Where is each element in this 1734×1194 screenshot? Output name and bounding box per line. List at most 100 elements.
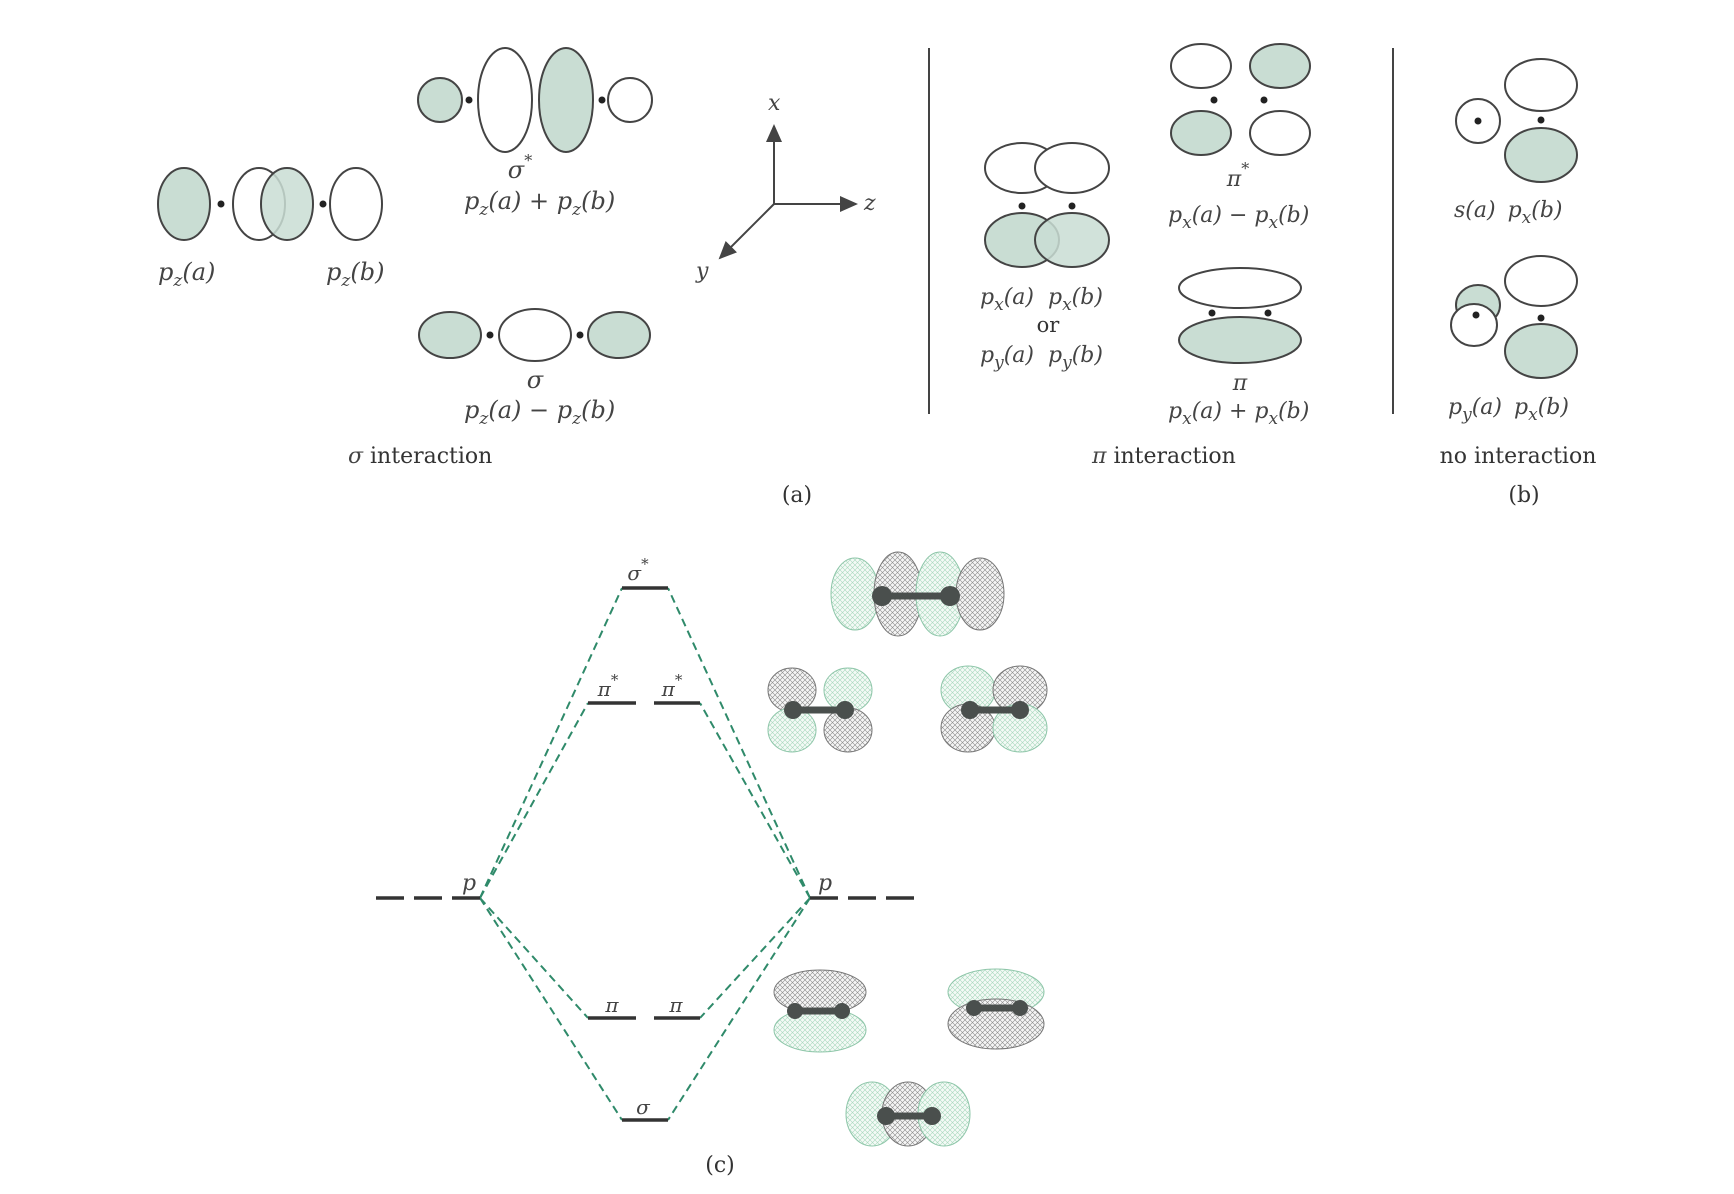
orbital-surface-renderings xyxy=(767,551,1048,1147)
atom-b xyxy=(923,1107,941,1125)
nucleus-b xyxy=(576,331,584,339)
nucleus-a xyxy=(465,96,473,104)
px-b-upper-lobe xyxy=(1504,58,1578,112)
s-px-label: s(a)px(b) xyxy=(1454,198,1563,228)
z-axis-label: z xyxy=(863,191,876,216)
pi-lobe-upper xyxy=(773,969,867,1015)
sigma-star-level-label: σ* xyxy=(627,555,649,585)
nucleus-a xyxy=(1018,202,1026,210)
pi-star-level-2-label: π* xyxy=(661,671,683,701)
nucleus-b xyxy=(1260,96,1268,104)
p-right-label: p xyxy=(818,871,832,896)
pi-symbol: π xyxy=(1232,371,1248,396)
corr-right-pi xyxy=(699,897,811,1019)
nucleus-b xyxy=(319,200,327,208)
atom-a xyxy=(787,1003,803,1019)
pi-star-lobe-b-upper xyxy=(1249,43,1311,89)
pi-star-surface-1 xyxy=(767,667,873,753)
nucleus-a xyxy=(1474,117,1482,125)
nucleus-b xyxy=(1264,309,1272,317)
nucleus-a xyxy=(1210,96,1218,104)
pi-orbital xyxy=(1178,267,1302,364)
atom-b xyxy=(1011,701,1029,719)
px-b-lower-lobe xyxy=(1504,323,1578,379)
sigma-formula: pz(a) − pz(b) xyxy=(464,396,615,429)
y-axis-label: y xyxy=(695,259,709,284)
corr-left-sigma-star xyxy=(479,587,623,899)
panel-b-caption: (b) xyxy=(1508,483,1539,508)
sigma-lobe-1 xyxy=(418,311,482,359)
pi-surface-1 xyxy=(773,969,867,1053)
corr-right-pi-star xyxy=(699,702,811,899)
nucleus-a xyxy=(486,331,494,339)
sigma-star-outer-lobe-left xyxy=(830,557,880,631)
no-interaction-group: s(a)px(b) py(a)px(b) no interaction xyxy=(1440,58,1596,469)
pi-surface-2 xyxy=(947,968,1045,1050)
sigma-star-orbital xyxy=(417,47,653,153)
p-left-label: p xyxy=(462,871,476,896)
nucleus-b xyxy=(1537,116,1545,124)
nucleus-a xyxy=(1472,311,1480,319)
pi-interaction-group: px(a)px(b) or py(a)py(b) π* px(a) − px(b… xyxy=(980,43,1311,469)
pz-b-positive-lobe xyxy=(260,167,314,241)
or-text: or xyxy=(1037,313,1061,337)
sigma-symbol: σ xyxy=(527,366,544,394)
corr-left-sigma xyxy=(479,897,623,1121)
atom-a xyxy=(961,701,979,719)
nucleus-a xyxy=(217,200,225,208)
corr-right-sigma xyxy=(667,897,811,1121)
px-b-lower-lobe xyxy=(1034,212,1110,268)
sigma-lobe-2 xyxy=(498,308,572,362)
pz-b-negative-lobe xyxy=(329,167,383,241)
px-overlap-orbitals xyxy=(984,142,1110,268)
pi-lower-lobe xyxy=(1178,316,1302,364)
correlation-lines xyxy=(479,587,811,1121)
pi-star-level-1-label: π* xyxy=(597,671,619,701)
coordinate-axes: x z y xyxy=(695,91,876,284)
atom-a xyxy=(872,586,892,606)
px-pair-label: px(a)px(b) xyxy=(980,285,1103,315)
pi-star-formula: px(a) − px(b) xyxy=(1168,203,1309,233)
sigma-star-lobe-4 xyxy=(607,77,653,123)
pi-upper-lobe xyxy=(1178,267,1302,309)
atom-b xyxy=(836,701,854,719)
sigma-star-surface xyxy=(830,551,1005,637)
pi-level-2-label: π xyxy=(668,993,683,1017)
pi-level-1-label: π xyxy=(604,993,619,1017)
sigma-orbital xyxy=(418,308,651,362)
pi-formula: px(a) + px(b) xyxy=(1168,399,1309,429)
atom-a xyxy=(966,1000,982,1016)
nucleus-b xyxy=(598,96,606,104)
panel-c-caption: (c) xyxy=(705,1153,735,1178)
sigma-star-lobe-1 xyxy=(417,77,463,123)
px-b-upper-lobe xyxy=(1504,255,1578,307)
atom-a xyxy=(877,1107,895,1125)
atom-b xyxy=(1012,1000,1028,1016)
pi-star-lobe-b-lower xyxy=(1249,110,1311,156)
px-b-lower-lobe xyxy=(1504,127,1578,183)
nucleus-b xyxy=(1068,202,1076,210)
sigma-interaction-group: pz(a) pz(b) σ* pz(a) + pz(b) σ pz(a) − p… xyxy=(157,47,653,469)
sigma-star-symbol: σ* xyxy=(508,151,532,184)
pz-overlap-orbitals xyxy=(157,167,383,241)
pi-star-lobe-a-upper xyxy=(1170,43,1232,89)
x-axis-label: x xyxy=(768,91,781,116)
py-px-label: py(a)px(b) xyxy=(1448,395,1569,425)
pi-star-lobe-a-lower xyxy=(1170,110,1232,156)
pi-interaction-caption: π interaction xyxy=(1091,444,1236,469)
atom-b xyxy=(940,586,960,606)
nucleus-a xyxy=(1208,309,1216,317)
py-pair-label: py(a)py(b) xyxy=(980,343,1103,373)
pi-lobe-lower xyxy=(773,1007,867,1053)
pz-a-positive-lobe xyxy=(157,167,211,241)
sigma-star-lobe-2 xyxy=(477,47,533,153)
pi-star-surface-2 xyxy=(940,665,1048,753)
py-px-orbitals xyxy=(1450,255,1578,379)
sigma-lobe-3 xyxy=(587,311,651,359)
sigma-surface xyxy=(845,1081,971,1147)
pz-b-label: pz(b) xyxy=(326,258,384,291)
sigma-level-label: σ xyxy=(636,1095,651,1119)
sigma-star-lobe-3 xyxy=(538,47,594,153)
pi-star-orbital xyxy=(1170,43,1311,156)
